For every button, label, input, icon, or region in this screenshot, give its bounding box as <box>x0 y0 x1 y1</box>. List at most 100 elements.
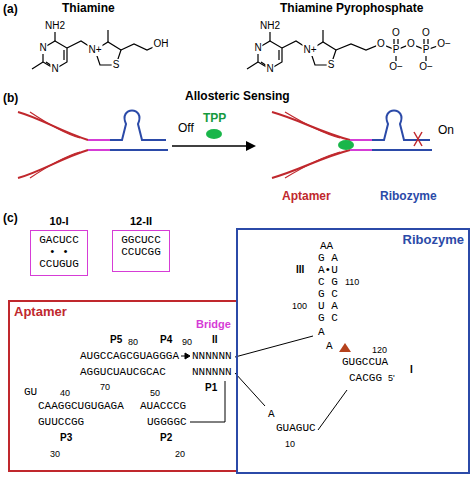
position-number: 5' <box>388 372 395 384</box>
panel-letter: (c) <box>3 212 18 224</box>
panel-letter: (a) <box>3 3 18 15</box>
sequence-text: AUGCCAGCGUAGGGA <box>80 350 179 362</box>
sequence-text: A <box>318 326 325 338</box>
stem-label: II <box>212 334 218 346</box>
atom-label: O <box>376 38 386 50</box>
ligand-label: TPP <box>203 112 226 124</box>
riboswitch-off <box>30 112 80 178</box>
riboswitch-off <box>88 140 110 150</box>
atom-label: N <box>253 42 262 54</box>
position-number: 50 <box>150 387 160 399</box>
atom-label: S <box>327 59 336 71</box>
domain-title: Ribozyme <box>403 232 464 247</box>
sequence-text: AGGUCUAUCGCAC <box>80 366 166 378</box>
riboswitch-off <box>110 111 166 141</box>
stem-label: P1 <box>205 382 217 394</box>
riboswitch-off <box>18 111 168 179</box>
riboswitch-on <box>414 132 422 146</box>
sequence-text: A <box>268 408 275 420</box>
panel-letter: (b) <box>3 92 18 104</box>
sequence-text: AUACCCG <box>140 400 186 412</box>
sequence-text: G A <box>318 252 338 264</box>
stem-label: P4 <box>160 334 172 346</box>
stem-label: P2 <box>160 432 172 444</box>
sequence-text: NNNNNN <box>192 366 232 378</box>
tpp-structure <box>247 30 310 69</box>
stem-label: I <box>410 364 413 376</box>
transition-arrow <box>172 145 248 147</box>
stem-label: III <box>296 264 304 276</box>
thiamine-structure <box>32 30 95 69</box>
state-label: Off <box>178 122 194 134</box>
backbone-line <box>235 373 265 406</box>
cleavage-site <box>339 343 351 352</box>
riboswitch-on <box>272 111 432 179</box>
atom-label: P <box>392 44 401 56</box>
domain-label: Ribozyme <box>380 190 437 202</box>
domain-title: Aptamer <box>14 304 67 319</box>
riboswitch-on <box>372 149 432 151</box>
atom-label: O− <box>418 61 434 73</box>
position-number: 80 <box>128 336 138 348</box>
helix-variant-box: 12-IIGGCUCCCCUCGG <box>112 230 170 272</box>
sequence-text: • • <box>39 246 79 258</box>
atom-label: NH2 <box>259 20 281 32</box>
state-label: On <box>438 124 454 136</box>
structure-title: Thiamine <box>62 2 115 14</box>
variant-heading: 12-II <box>113 215 169 227</box>
atom-label: NH2 <box>44 20 66 32</box>
atom-label: S <box>112 59 121 71</box>
atom-label: O <box>421 27 431 39</box>
backbone-line <box>181 336 347 430</box>
riboswitch-off <box>110 149 168 151</box>
sequence-text: UGGGGC <box>147 416 187 428</box>
position-number: 100 <box>292 300 307 312</box>
domain-box: Ribozyme <box>236 228 470 474</box>
sequence-text: A <box>326 340 333 352</box>
structure-title: Allosteric Sensing <box>185 90 290 102</box>
position-number: 70 <box>100 381 110 393</box>
transition-arrow <box>246 141 256 151</box>
helix-variant-box: 10-IGACUCC• •CCUGUG <box>30 230 88 276</box>
sequence-text: GUUCCGG <box>38 416 84 428</box>
sequence-text: G C <box>318 288 338 300</box>
sequence-text: GUGCCUA <box>342 356 388 368</box>
sequence-text: U A <box>318 300 338 312</box>
bridge-label: Bridge <box>196 318 231 330</box>
atom-label: N <box>265 63 274 75</box>
stem-label: P3 <box>60 432 72 444</box>
atom-label: O− <box>436 38 452 50</box>
stem-label: P5 <box>110 334 122 346</box>
sequence-text: C G <box>318 276 338 288</box>
riboswitch-on <box>338 140 354 150</box>
variant-heading: 10-I <box>31 215 87 227</box>
riboswitch-on <box>372 111 430 141</box>
structure-title: Thiamine Pyrophosphate <box>280 2 423 14</box>
sequence-text: G C <box>318 312 338 324</box>
sequence-text: GACUCC <box>39 234 79 246</box>
sequence-text: GU <box>24 386 37 398</box>
sequence-text: NNNNNN <box>192 350 232 362</box>
position-number: 30 <box>50 448 60 460</box>
transition-arrow <box>206 129 222 139</box>
sequence-text: CCUCGG <box>121 246 161 258</box>
position-number: 40 <box>60 387 70 399</box>
riboswitch-on <box>285 112 340 178</box>
atom-label: P <box>422 44 431 56</box>
position-number: 20 <box>175 448 185 460</box>
atom-label: O <box>391 27 401 39</box>
position-number: 110 <box>345 276 359 288</box>
sequence-text: CCUGUG <box>39 258 79 270</box>
backbone-line <box>318 390 347 430</box>
atom-label: OH <box>153 38 170 50</box>
atom-label: N+ <box>302 44 317 56</box>
sequence-text: CACGG <box>349 372 382 384</box>
position-number: 120 <box>372 344 387 356</box>
sequence-text: CAAGGCUGUGAGA <box>38 400 124 412</box>
backbone-line <box>185 353 190 359</box>
atom-label: N <box>50 63 59 75</box>
atom-label: O− <box>388 61 404 73</box>
tpp-structure <box>247 30 443 69</box>
atom-label: O <box>406 38 416 50</box>
sequence-text: A•U <box>318 264 338 276</box>
